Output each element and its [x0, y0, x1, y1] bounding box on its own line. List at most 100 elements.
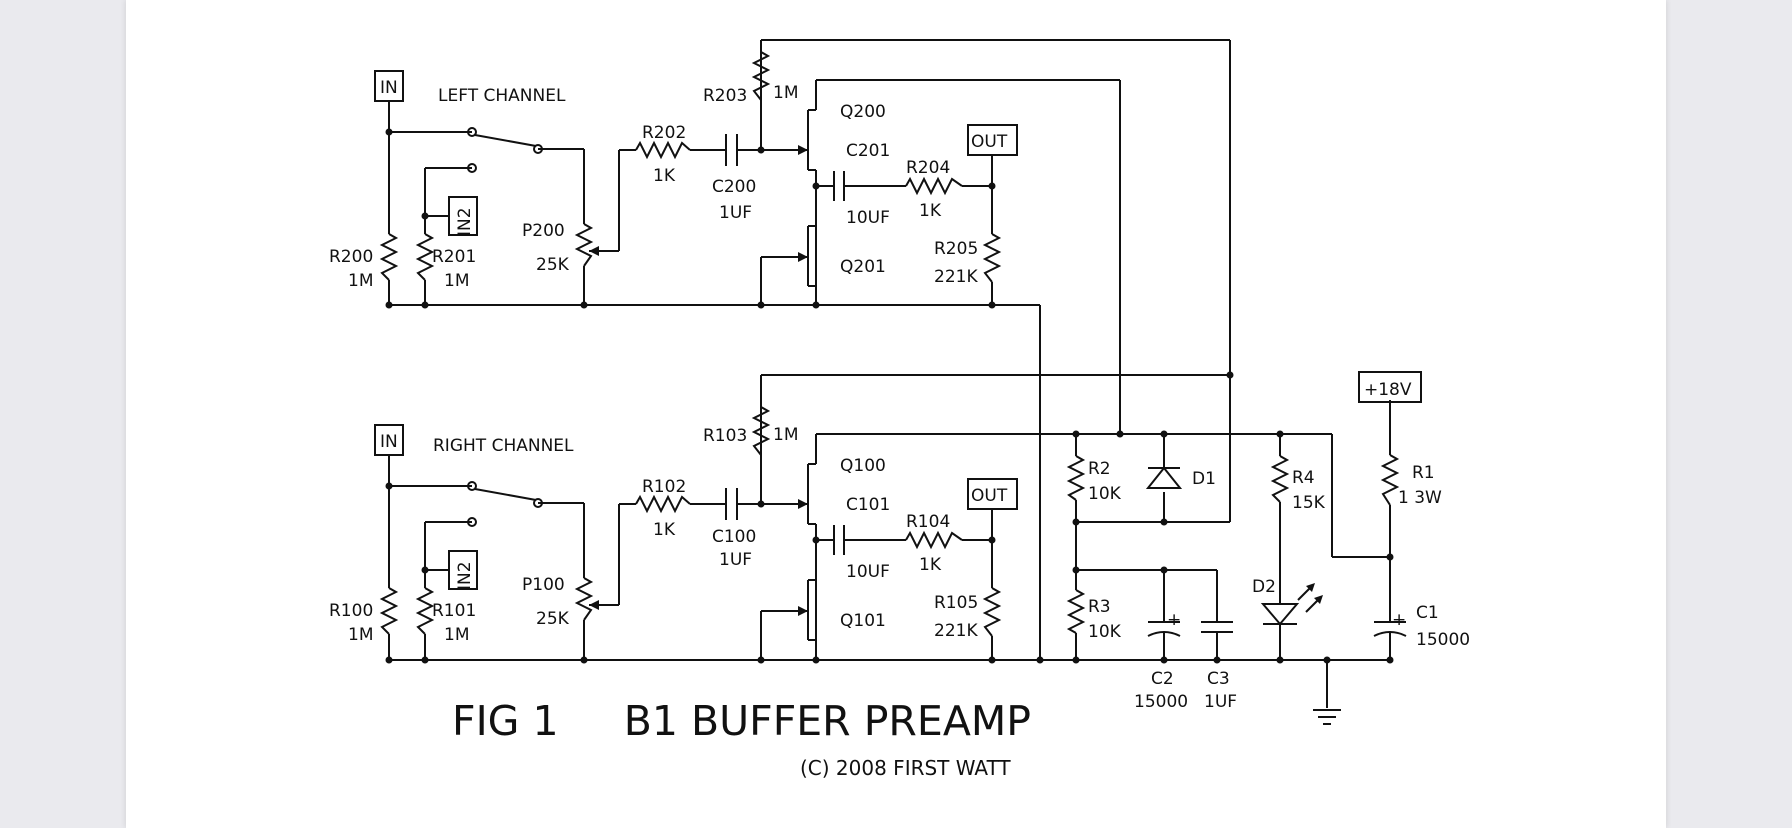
c101-value: 10UF	[846, 562, 890, 582]
c2-capacitor	[1147, 621, 1181, 637]
c100-capacitor	[725, 488, 738, 520]
r203-value: 1M	[773, 83, 798, 103]
r2-label: R2	[1088, 459, 1111, 479]
r205-value: 221K	[934, 267, 978, 287]
r2-value: 10K	[1088, 484, 1122, 504]
ground-symbol	[1313, 709, 1341, 725]
r1-label: R1	[1412, 463, 1435, 483]
p200-label: P200	[522, 221, 565, 241]
power-supply: +18V +	[389, 371, 1470, 725]
r103-value: 1M	[773, 425, 798, 445]
copyright-notice: (C) 2008 FIRST WATT	[800, 756, 1011, 780]
d1-label: D1	[1192, 469, 1216, 489]
q101-label: Q101	[840, 611, 886, 631]
left-out-jack	[967, 124, 1018, 156]
r3-value: 10K	[1088, 622, 1122, 642]
r104-resistor	[905, 530, 963, 550]
right-in-jack	[374, 424, 404, 456]
r200-value: 1M	[348, 271, 373, 291]
q200-label: Q200	[840, 102, 886, 122]
p100-potentiometer	[574, 577, 594, 621]
q201-label: Q201	[840, 257, 886, 277]
r205-label: R205	[934, 239, 978, 259]
right-in2-jack	[448, 550, 478, 590]
r102-resistor	[635, 494, 691, 514]
r202-resistor	[635, 140, 691, 160]
c200-capacitor	[725, 134, 738, 166]
r4-resistor	[1270, 455, 1290, 503]
left-in-jack	[374, 70, 404, 102]
p100-label: P100	[522, 575, 565, 595]
plus18v-terminal	[1358, 371, 1422, 403]
p100-value: 25K	[536, 609, 570, 629]
r201-value: 1M	[444, 271, 469, 291]
c1-plus: +	[1392, 610, 1406, 630]
p200-potentiometer	[574, 223, 594, 267]
r200-resistor	[379, 233, 399, 281]
d2-led	[1260, 583, 1323, 626]
c100-label: C100	[712, 527, 756, 547]
p200-value: 25K	[536, 255, 570, 275]
schematic-page: IN IN2 OUT LEFT CHANNEL	[126, 0, 1666, 828]
r1-resistor	[1380, 454, 1400, 506]
c200-label: C200	[712, 177, 756, 197]
figure-title: FIG 1 B1 BUFFER PREAMP	[452, 697, 1031, 745]
right-channel-label: RIGHT CHANNEL	[433, 436, 574, 456]
left-wires	[388, 39, 1231, 660]
q201-jfet	[798, 186, 817, 287]
c200-value: 1UF	[719, 203, 752, 223]
left-out-label: OUT	[971, 132, 1008, 152]
supply-wires	[389, 375, 1391, 708]
q101-jfet	[798, 540, 817, 641]
right-in-label: IN	[380, 432, 398, 452]
c100-value: 1UF	[719, 550, 752, 570]
right-channel: IN IN2 OUT RIGHT CHANNEL	[329, 371, 1332, 664]
left-input-switch	[467, 127, 543, 173]
right-out-jack	[967, 478, 1018, 510]
r203-label: R203	[703, 86, 747, 106]
r105-label: R105	[934, 593, 978, 613]
c101-label: C101	[846, 495, 890, 515]
c2-label: C2	[1151, 669, 1174, 689]
r103-label: R103	[703, 426, 747, 446]
d2-label: D2	[1252, 577, 1276, 597]
left-in-label: IN	[380, 78, 398, 98]
c3-label: C3	[1207, 669, 1230, 689]
r101-resistor	[415, 587, 435, 635]
r103-resistor	[751, 406, 771, 456]
r101-value: 1M	[444, 625, 469, 645]
c3-value: 1UF	[1204, 692, 1237, 712]
c1-value: 15000	[1416, 630, 1470, 650]
r105-resistor	[982, 587, 1002, 637]
r202-value: 1K	[653, 166, 676, 186]
c201-capacitor	[833, 171, 845, 201]
r104-value: 1K	[919, 555, 942, 575]
schematic-diagram: IN IN2 OUT LEFT CHANNEL	[329, 39, 1470, 780]
d1-diode	[1145, 466, 1183, 489]
c2-value: 15000	[1134, 692, 1188, 712]
r4-label: R4	[1292, 468, 1315, 488]
q100-label: Q100	[840, 456, 886, 476]
plus18v-label: +18V	[1364, 380, 1412, 400]
c3-capacitor	[1201, 621, 1233, 633]
r105-value: 221K	[934, 621, 978, 641]
r3-label: R3	[1088, 597, 1111, 617]
q200-jfet	[798, 109, 817, 186]
r201-resistor	[415, 233, 435, 281]
r203-resistor	[751, 51, 771, 101]
r201-label: R201	[432, 247, 476, 267]
left-in2-jack	[448, 196, 478, 236]
r200-label: R200	[329, 247, 373, 267]
left-in2-label: IN2	[455, 207, 475, 236]
r1-value: 1 3W	[1398, 488, 1442, 508]
c101-capacitor	[833, 525, 845, 555]
p100-wiper-arrow	[589, 600, 599, 610]
right-in2-label: IN2	[455, 561, 475, 590]
r204-label: R204	[906, 158, 950, 178]
r3-resistor	[1066, 589, 1086, 634]
left-channel-label: LEFT CHANNEL	[438, 86, 566, 106]
supply-junctions	[1072, 430, 1394, 664]
r2-resistor	[1066, 455, 1086, 501]
r4-value: 15K	[1292, 493, 1326, 513]
r204-resistor	[905, 176, 963, 196]
